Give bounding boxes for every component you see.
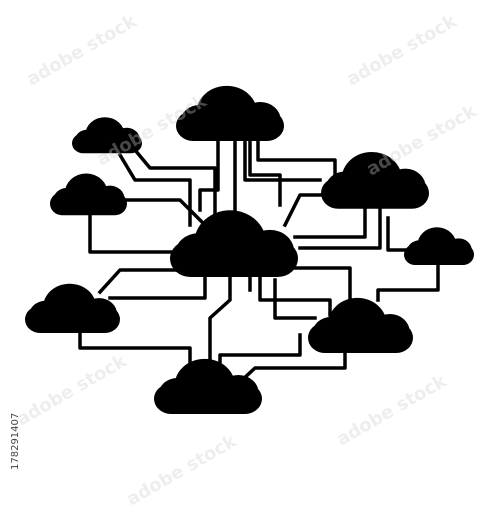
- cloud-right-small: [404, 227, 474, 265]
- cloud-lower-left: [25, 283, 121, 333]
- clouds: [25, 85, 474, 414]
- cloud-top: [176, 85, 284, 141]
- cloud-left: [50, 173, 127, 216]
- cloud-upper-right: [321, 151, 429, 209]
- cloud-upper-left: [72, 117, 142, 154]
- cloud-lower-right: [308, 297, 413, 353]
- stock-id-label: 178291407: [10, 412, 21, 470]
- cloud-bottom: [154, 358, 262, 414]
